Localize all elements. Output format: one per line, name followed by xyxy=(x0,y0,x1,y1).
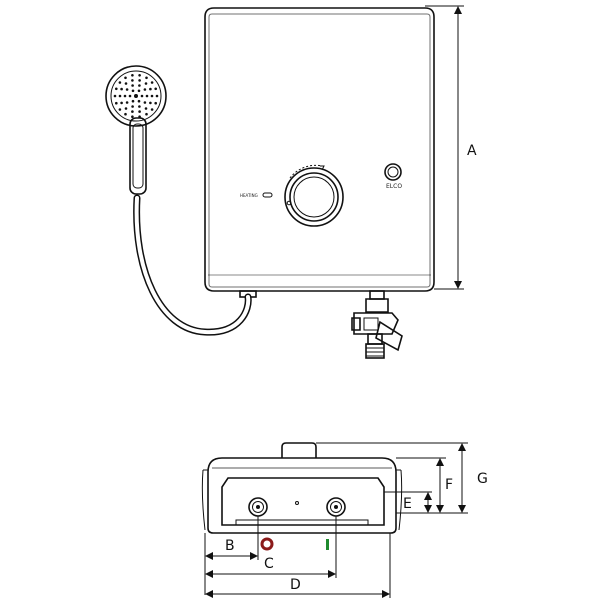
nozzle-dot xyxy=(138,110,141,113)
nozzle-dot xyxy=(124,112,127,116)
inlet-connector xyxy=(326,497,346,517)
nozzle-dot xyxy=(155,94,159,98)
dimension-f-label: F xyxy=(445,477,453,493)
dimension-g: G xyxy=(316,442,488,514)
nozzle-dot xyxy=(137,99,141,103)
nozzle-dot xyxy=(154,87,157,91)
inlet-valve xyxy=(351,290,403,359)
nozzle-dot xyxy=(145,112,148,116)
nozzle-dot xyxy=(131,79,134,82)
nozzle-dot xyxy=(145,94,149,98)
nozzle-dot xyxy=(124,82,128,85)
nozzle-dot xyxy=(115,87,118,91)
nozzle-dot xyxy=(150,94,154,98)
nozzle-dot xyxy=(120,101,123,105)
nozzle-dot xyxy=(143,101,147,104)
outlet-connector xyxy=(248,497,268,517)
nozzle-dot xyxy=(131,89,135,93)
dimension-e: E xyxy=(384,491,432,514)
top-bump xyxy=(281,442,317,458)
nozzle-dot xyxy=(138,84,141,87)
nozzle-dot xyxy=(134,94,138,98)
nozzle-dot xyxy=(150,108,154,111)
nozzle-dot xyxy=(113,94,117,98)
dimension-d: D xyxy=(205,533,391,598)
dimension-f: F xyxy=(396,457,453,514)
nozzle-dot xyxy=(144,82,148,85)
nozzle-dot xyxy=(115,101,118,105)
nozzle-dot xyxy=(131,74,134,77)
bottom-body xyxy=(207,457,397,534)
nozzle-dot xyxy=(143,88,147,91)
nozzle-dot xyxy=(128,94,132,98)
nozzle-dot xyxy=(124,107,128,110)
center-screw xyxy=(295,501,299,505)
nozzle-dot xyxy=(150,81,154,84)
nozzle-dot xyxy=(124,76,127,80)
dimension-a: A xyxy=(425,5,477,290)
nozzle-dot xyxy=(120,87,123,91)
nozzle-dot xyxy=(125,88,129,91)
nozzle-dot xyxy=(140,94,144,98)
shower-hose xyxy=(133,194,252,336)
nozzle-dot xyxy=(131,105,134,108)
dimension-c-label: C xyxy=(264,556,274,572)
front-view: HEATING ELCO xyxy=(105,5,477,359)
nozzle-dot xyxy=(131,110,134,113)
shower-nozzles xyxy=(113,74,159,118)
bottom-panel xyxy=(221,477,385,526)
bottom-view: B C D E F xyxy=(201,442,488,598)
nozzle-dot xyxy=(138,74,141,77)
nozzle-dot xyxy=(131,99,135,103)
shower-head xyxy=(105,65,167,195)
dimension-c: C xyxy=(205,516,337,578)
elcb-button: ELCO xyxy=(384,163,402,190)
nozzle-dot xyxy=(123,94,127,98)
heater-body-inner-edge xyxy=(208,13,431,288)
nozzle-dot xyxy=(138,115,141,118)
nozzle-dot xyxy=(138,105,141,108)
dimension-b: B xyxy=(204,516,259,595)
heater-body xyxy=(204,7,435,292)
nozzle-dot xyxy=(154,101,157,105)
dimension-b-label: B xyxy=(225,538,235,554)
nozzle-dot xyxy=(131,115,134,118)
dimension-d-label: D xyxy=(290,577,301,593)
heating-indicator: HEATING xyxy=(240,192,273,198)
nozzle-dot xyxy=(144,107,148,110)
heating-label: HEATING xyxy=(240,193,258,198)
nozzle-dot xyxy=(118,94,122,98)
nozzle-dot xyxy=(138,79,141,82)
nozzle-dot xyxy=(131,84,134,87)
nozzle-dot xyxy=(118,81,122,84)
cold-water-marker xyxy=(326,539,329,550)
dimension-a-label: A xyxy=(467,143,477,159)
nozzle-dot xyxy=(118,108,122,111)
nozzle-dot xyxy=(145,76,148,80)
hot-water-marker xyxy=(260,537,274,551)
dimension-e-label: E xyxy=(403,496,412,512)
nozzle-dot xyxy=(125,101,129,104)
temperature-knob xyxy=(284,164,344,227)
nozzle-dot xyxy=(149,87,152,91)
nozzle-dot xyxy=(137,89,141,93)
dimension-g-label: G xyxy=(477,471,488,487)
elcb-label: ELCO xyxy=(386,183,402,190)
nozzle-dot xyxy=(149,101,152,105)
